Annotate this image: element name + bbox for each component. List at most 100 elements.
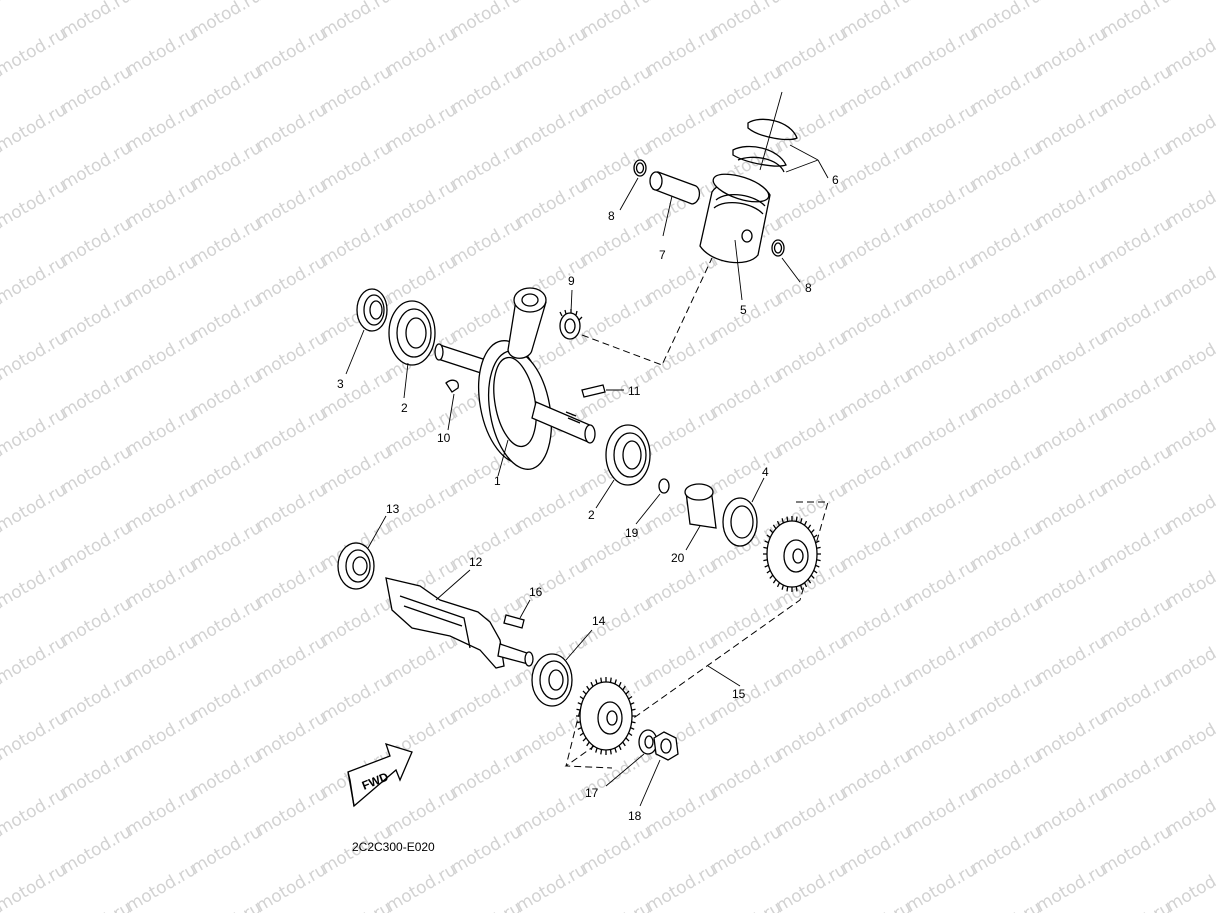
watermark-text: motod.ru [578,62,656,118]
watermark-text: motod.ru [643,24,721,80]
watermark-text: motod.ru [578,214,656,270]
bushing-20 [684,483,717,551]
drive-gear-15-upper [763,516,821,592]
watermark-text: motod.ru [643,100,721,156]
watermark-text: motod.ru [838,518,916,574]
piston [699,173,771,301]
watermark-text: motod.ru [448,898,526,913]
watermark-text: motod.ru [383,24,461,80]
callout-8-right: 8 [805,281,812,295]
watermark-text: motod.ru [578,898,656,913]
callout-2-left: 2 [401,401,408,415]
watermark-text: motod.ru [0,632,70,688]
watermark-text: motod.ru [0,480,70,536]
callout-2-right: 2 [588,508,595,522]
watermark-text: motod.ru [838,670,916,726]
watermark-text: motod.ru [448,62,526,118]
watermark-text: motod.ru [58,898,136,913]
watermark-text: motod.ru [1098,366,1176,422]
watermark-text: motod.ru [188,594,266,650]
watermark-text: motod.ru [513,784,591,840]
driven-gear-15-lower [576,677,636,755]
watermark-text: motod.ru [1033,252,1111,308]
watermark-text: motod.ru [903,328,981,384]
watermark-text: motod.ru [1098,898,1176,913]
watermark-text: motod.ru [58,214,136,270]
watermark-text: motod.ru [1033,784,1111,840]
watermark-text: motod.ru [1163,860,1217,913]
callout-3: 3 [337,377,344,391]
watermark-text: motod.ru [773,404,851,460]
watermark-text: motod.ru [708,366,786,422]
watermark-text: motod.ru [188,366,266,422]
watermark-text: motod.ru [253,252,331,308]
callout-10: 10 [437,431,451,445]
watermark-text: motod.ru [1098,746,1176,802]
watermark-text: motod.ru [968,0,1046,42]
watermark-text: motod.ru [0,252,70,308]
watermark-text: motod.ru [708,62,786,118]
watermark-text: motod.ru [1033,176,1111,232]
watermark-text: motod.ru [1033,100,1111,156]
watermark-text: motod.ru [643,784,721,840]
watermark-text: motod.ru [968,670,1046,726]
watermark-text: motod.ru [1098,518,1176,574]
watermark-text: motod.ru [448,518,526,574]
watermark-text: motod.ru [838,594,916,650]
watermark-text: motod.ru [318,62,396,118]
watermark-text: motod.ru [188,0,266,42]
watermark-text: motod.ru [0,404,70,460]
watermark-text: motod.ru [0,860,70,913]
watermark-text: motod.ru [903,708,981,764]
watermark-text: motod.ru [968,898,1046,913]
watermark-text: motod.ru [0,708,70,764]
watermark-text: motod.ru [838,822,916,878]
watermark-text: motod.ru [1098,594,1176,650]
callout-5: 5 [740,303,747,317]
watermark-text: motod.ru [0,100,70,156]
circlip-left [619,159,647,211]
watermark-text: motod.ru [773,632,851,688]
fwd-arrow-icon: FWD [347,743,413,808]
watermark-text: motod.ru [58,366,136,422]
callout-9: 9 [568,274,575,288]
watermark-text: motod.ru [253,708,331,764]
watermark-text: motod.ru [123,252,201,308]
watermark-text: motod.ru [903,404,981,460]
watermark-text: motod.ru [1033,328,1111,384]
watermark-text: motod.ru [318,670,396,726]
watermark-text: motod.ru [708,670,786,726]
watermark-text: motod.ru [253,176,331,232]
watermark-text: motod.ru [123,24,201,80]
watermark-text: motod.ru [58,670,136,726]
watermark-text: motod.ru [383,252,461,308]
watermark-text: motod.ru [58,442,136,498]
watermark-text: motod.ru [513,100,591,156]
watermark-text: motod.ru [838,746,916,802]
oil-seal-13 [337,515,387,590]
watermark-text: motod.ru [643,328,721,384]
watermark-text: motod.ru [253,100,331,156]
watermark-text: motod.ru [773,24,851,80]
callout-16: 16 [529,585,543,599]
watermark-text: motod.ru [253,328,331,384]
callout-18: 18 [628,809,642,823]
watermark-text: motod.ru [838,138,916,194]
callout-15: 15 [732,687,746,701]
watermark-text: motod.ru [903,632,981,688]
guide-line-gears-b [565,709,581,767]
watermark-text: motod.ru [1098,290,1176,346]
watermark-text: motod.ru [318,442,396,498]
watermark-text: motod.ru [318,594,396,650]
watermark-text: motod.ru [58,746,136,802]
callout-12: 12 [469,555,483,569]
watermark-text: motod.ru [318,0,396,42]
watermark-text: motod.ru [123,480,201,536]
circlip-right [771,239,801,283]
callout-1: 1 [494,474,501,488]
guide-line-gears [564,501,829,769]
watermark-text: motod.ru [903,24,981,80]
watermark-text: motod.ru [708,290,786,346]
watermark-text: motod.ru [383,176,461,232]
watermark-text: motod.ru [58,138,136,194]
